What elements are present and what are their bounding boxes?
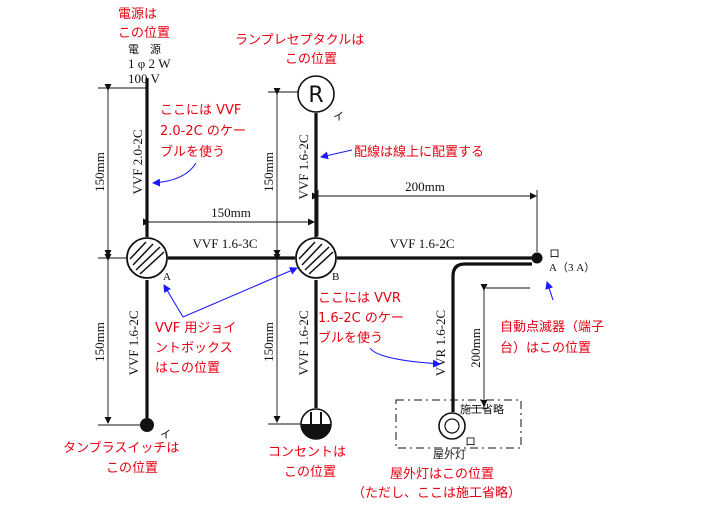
- dim-label-horizontal-200: 200mm: [405, 179, 445, 194]
- switch-annotation-line1: タンブラスイッチは: [63, 440, 179, 456]
- terminal-icon: [531, 252, 543, 264]
- dim-label-vertical-200: 200mm: [468, 328, 483, 368]
- terminal-mark: ロ: [549, 248, 560, 260]
- lamp-mark: イ: [333, 111, 344, 123]
- switch-mark: イ: [160, 429, 171, 441]
- joint-box-b: B: [295, 237, 339, 283]
- joint-box-b-label: B: [332, 271, 339, 283]
- outdoor-mark: ロ: [465, 436, 476, 448]
- junction-arrow-b: [182, 267, 298, 318]
- outlet: コンセントは この位置: [268, 408, 346, 480]
- omitted-frame: [395, 399, 522, 449]
- vvr-annotation-line2: 1.6-2C のケー: [318, 311, 404, 326]
- lamp-receptacle: ランプレセプタクルは この位置 R イ: [235, 33, 364, 123]
- junction-annotation-line1: VVF 用ジョイ: [155, 321, 236, 336]
- terminal-block: ロ A（3 A） 自動点滅器（端子 台）はこの位置: [500, 248, 604, 356]
- outdoor-annotation-line1: 屋外灯はこの位置: [390, 467, 494, 482]
- power-label-name: 電 源: [128, 42, 161, 56]
- joint-box-a: A: [126, 237, 171, 283]
- vvr-annotation-arrow: [369, 347, 441, 368]
- vvf20-annotation-line1: ここには VVF: [160, 103, 241, 118]
- cable-label-b-to-outlet: VVF 1.6-2C: [296, 310, 311, 375]
- outdoor-label: 屋外灯: [433, 448, 466, 461]
- omitted-label: 施工省略: [460, 402, 504, 416]
- dim-label-left-top: 150mm: [92, 152, 107, 192]
- power-source: 電源は この位置 電 源 1 φ 2 W 100 V: [118, 7, 171, 86]
- cable-label-b-to-lamp: VVF 1.6-2C: [296, 134, 311, 199]
- dimension-lines: [98, 84, 538, 426]
- terminal-label: A（3 A）: [549, 261, 595, 274]
- vvf20-annotation-line3: ブルを使う: [160, 144, 225, 160]
- outlet-annotation-line2: この位置: [284, 465, 336, 480]
- dim-label-left-bottom: 150mm: [92, 322, 107, 362]
- wiring-note: 配線は線上に配置する: [354, 144, 484, 160]
- cable-label-b-to-terminal: VVF 1.6-2C: [389, 236, 454, 251]
- vvf20-annotation-arrow: [152, 162, 197, 187]
- joint-box-a-label: A: [163, 271, 171, 283]
- power-annotation-line1: 電源は: [118, 7, 157, 22]
- lamp-annotation-line2: この位置: [285, 52, 337, 67]
- cable-label-vvr: VVR 1.6-2C: [433, 310, 448, 376]
- lamp-receptacle-icon: [297, 75, 335, 113]
- lamp-annotation-line1: ランプレセプタクルは: [235, 33, 364, 48]
- power-annotation-line2: この位置: [118, 26, 170, 41]
- outdoor-annotation-line2: （ただし、ここは施工省略）: [352, 485, 521, 501]
- cable-label-power-to-a: VVF 2.0-2C: [130, 129, 145, 194]
- joint-box-b-hatch-icon: [298, 241, 334, 275]
- wire-vvr-to-outdoor: [451, 262, 532, 412]
- junction-annotation-line3: はこの位置: [155, 361, 220, 376]
- outlet-annotation-line1: コンセントは: [268, 445, 346, 460]
- dim-label-horizontal-150: 150mm: [211, 205, 251, 220]
- vvf20-annotation-line2: 2.0-2C のケー: [160, 124, 246, 139]
- vvr-annotation-line1: ここには VVR: [318, 291, 401, 306]
- cable-label-a-to-b: VVF 1.6-3C: [192, 236, 257, 251]
- junction-annotation-line2: ントボックス: [155, 341, 233, 356]
- joint-box-a-hatch-icon: [129, 241, 165, 275]
- terminal-arrow: [545, 281, 554, 301]
- wiring-note-arrow: [320, 149, 353, 160]
- terminal-annotation-line1: 自動点滅器（端子: [500, 320, 604, 335]
- terminal-annotation-line2: 台）はこの位置: [500, 341, 591, 356]
- outdoor-light-icon: [438, 412, 466, 440]
- dim-label-middle-bottom: 150mm: [261, 322, 276, 362]
- dim-label-middle-top: 150mm: [261, 152, 276, 192]
- power-label-phase: 1 φ 2 W: [128, 56, 171, 71]
- outdoor-light: 施工省略 ロ 屋外灯 屋外灯はこの位置 （ただし、ここは施工省略）: [352, 399, 522, 501]
- tumbler-switch-icon: [140, 418, 154, 432]
- lamp-symbol: R: [308, 83, 323, 108]
- power-label-voltage: 100 V: [128, 71, 161, 86]
- junction-arrow-a: [163, 284, 184, 318]
- switch-annotation-line2: この位置: [106, 461, 158, 476]
- tumbler-switch: イ タンブラスイッチは この位置: [63, 418, 179, 476]
- cable-label-a-to-switch: VVF 1.6-2C: [126, 310, 141, 375]
- wiring-lines: [145, 78, 532, 418]
- vvr-annotation-line3: ブルを使う: [318, 330, 383, 346]
